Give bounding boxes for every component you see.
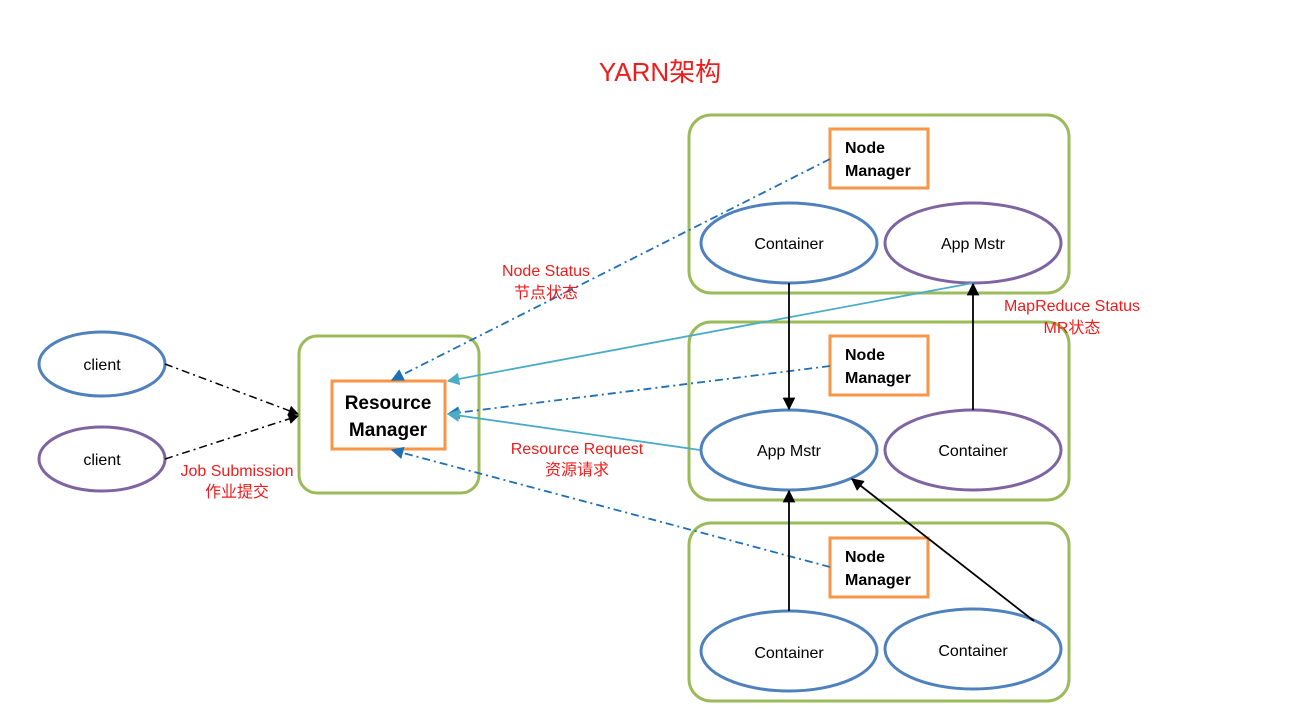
node-status-label-zh: 节点状态 (514, 284, 578, 302)
client-2: client (37, 425, 167, 493)
node-status-arrow-1 (390, 158, 831, 381)
node-status-arrow-2 (446, 365, 831, 419)
client-1: client (37, 330, 167, 398)
mr-status-arrow-g3-right (851, 478, 1035, 622)
client-2-label: client (83, 452, 121, 469)
node-manager-1-line2: Manager (845, 163, 911, 180)
resource-manager-line1: Resource (345, 393, 432, 414)
container-g3-right: Container (883, 607, 1063, 691)
container-g1: Container (699, 201, 879, 285)
mapreduce-status-label-en: MapReduce Status (1004, 298, 1140, 315)
resource-request-arrow-2 (446, 409, 701, 451)
container-g1-label: Container (754, 236, 824, 253)
node-group-1 (687, 113, 1071, 295)
app-master-g1-label: App Mstr (941, 236, 1006, 253)
app-master-g1: App Mstr (883, 201, 1063, 285)
node-manager-3: Node Manager (828, 536, 930, 599)
mapreduce-status-label-zh: MR状态 (1044, 319, 1101, 337)
node-manager-2: Node Manager (828, 334, 930, 397)
job-submission-arrow-2 (164, 413, 299, 460)
node-manager-1-line1: Node (845, 140, 885, 157)
resource-request-arrow-1 (446, 282, 974, 386)
resource-request-label-en: Resource Request (511, 441, 644, 458)
resource-manager: Resource Manager (330, 379, 447, 451)
node-manager-3-line1: Node (845, 549, 885, 566)
job-submission-arrow-1 (164, 363, 299, 416)
resource-request-label-zh: 资源请求 (545, 461, 609, 479)
resource-manager-group (297, 334, 481, 495)
node-manager-3-line2: Manager (845, 572, 911, 589)
container-g2: Container (883, 408, 1063, 492)
container-g3-right-label: Container (938, 643, 1008, 660)
app-master-g2: App Mstr (699, 408, 879, 492)
container-g3-left-label: Container (754, 645, 824, 662)
resource-manager-line2: Manager (349, 420, 428, 441)
node-status-label-en: Node Status (502, 263, 590, 280)
container-g3-left: Container (699, 609, 879, 693)
node-manager-2-line2: Manager (845, 370, 911, 387)
job-submission-label-zh: 作业提交 (205, 483, 269, 501)
node-status-arrow-3 (390, 446, 831, 568)
node-group-3 (687, 521, 1071, 703)
container-g2-label: Container (938, 443, 1008, 460)
node-manager-1: Node Manager (828, 127, 930, 190)
app-master-g2-label: App Mstr (757, 443, 822, 460)
node-manager-2-line1: Node (845, 347, 885, 364)
client-1-label: client (83, 357, 121, 374)
diagram-title: YARN架构 (599, 57, 721, 87)
job-submission-label-en: Job Submission (181, 463, 294, 480)
